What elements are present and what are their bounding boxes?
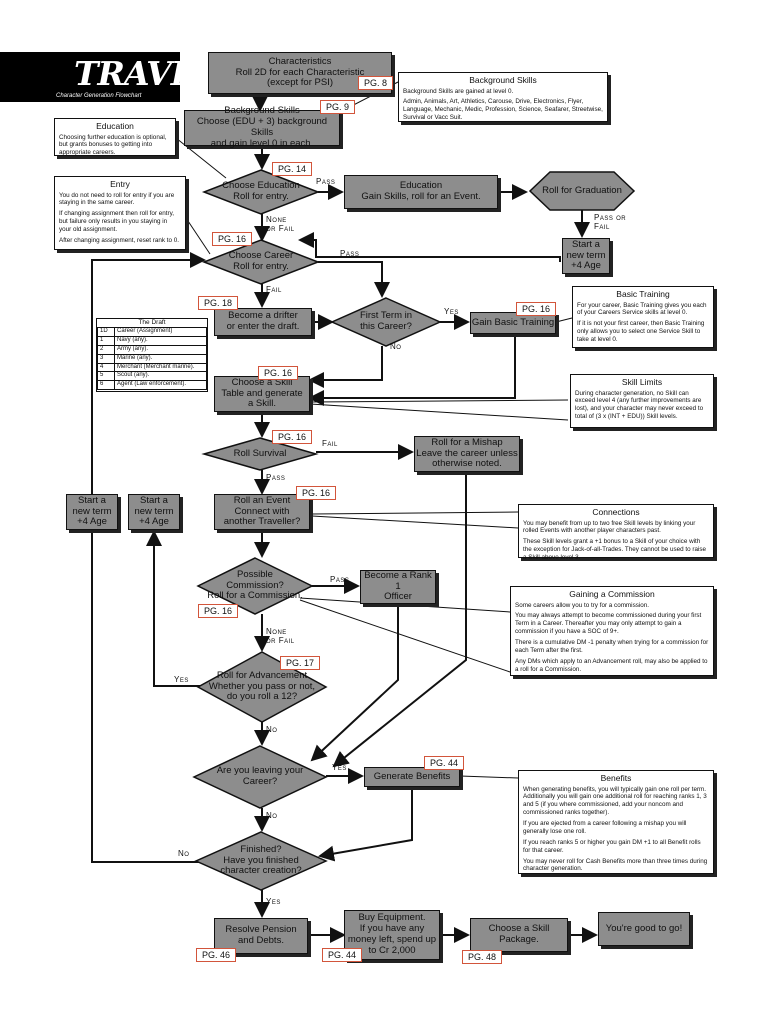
page-ref-14: PG. 14: [272, 162, 313, 176]
label-none-or-fail: None or Fail: [266, 627, 295, 645]
traveller-logo: TRAVELLER Character Generation Flowchart: [0, 52, 291, 102]
label-no: No: [266, 811, 278, 820]
note-skill-limits: Skill Limits During character generation…: [570, 374, 714, 428]
skill-package-box[interactable]: Choose a Skill Package.: [470, 918, 568, 952]
roll-survival-diamond[interactable]: Roll Survival: [201, 437, 319, 471]
label-none-or-fail: None or Fail: [266, 215, 295, 233]
draft-cell: 5: [97, 371, 115, 382]
note-connections: Connections You may benefit from up to t…: [518, 504, 714, 561]
draft-header-cell: 1D: [97, 327, 115, 338]
choose-education-diamond[interactable]: Choose Education Roll for entry.: [201, 169, 321, 215]
background-skills-box[interactable]: Background Skills Choose (EDU + 3) backg…: [184, 105, 340, 149]
label-yes: Yes: [174, 675, 189, 684]
label-fail: Fail: [322, 439, 338, 448]
page-ref-44-equipment: PG. 44: [322, 948, 363, 962]
finished-diamond[interactable]: Finished? Have you finished character cr…: [194, 831, 328, 891]
draft-cell: Navy (any).: [114, 336, 207, 347]
note-basic-training: Basic Training For your career, Basic Tr…: [572, 286, 714, 348]
skill-table-box[interactable]: Choose a Skill Table and generate a Skil…: [214, 376, 310, 412]
label-pass: Pass: [340, 249, 360, 258]
draft-cell: Marine (any).: [114, 353, 207, 364]
page-ref-8: PG. 8: [358, 76, 394, 90]
page-ref-16-skill: PG. 16: [258, 366, 299, 380]
page-ref-46: PG. 46: [196, 948, 237, 962]
first-term-diamond[interactable]: First Term in this Career?: [330, 297, 442, 347]
done-box[interactable]: You're good to go!: [598, 912, 690, 946]
label-pass-or-fail: Pass or Fail: [594, 213, 627, 231]
draft-header-row: 1D Career (Assignment): [97, 327, 207, 338]
page-ref-9: PG. 9: [320, 100, 356, 114]
page-ref-16-event: PG. 16: [296, 486, 337, 500]
page-ref-16-training: PG. 16: [516, 302, 557, 316]
rank1-box[interactable]: Become a Rank 1 Officer: [360, 570, 436, 604]
page-ref-48: PG. 48: [462, 950, 503, 964]
label-fail: Fail: [266, 285, 282, 294]
logo-subtitle: Character Generation Flowchart: [56, 93, 142, 99]
page-ref-16-career: PG. 16: [212, 232, 253, 246]
start-new-term-top-box[interactable]: Start a new term +4 Age: [562, 238, 610, 274]
draft-header-cell: Career (Assignment): [114, 327, 207, 338]
commission-diamond[interactable]: Possible Commission? Roll for a Commissi…: [196, 557, 314, 615]
note-background-skills: Background Skills Background Skills are …: [398, 72, 608, 122]
label-yes: Yes: [444, 307, 459, 316]
label-pass: Pass: [316, 177, 336, 186]
label-pass: Pass: [266, 473, 286, 482]
draft-title: The Draft: [138, 319, 166, 326]
draft-cell: Merchant (Merchant marine).: [114, 362, 207, 373]
label-yes: Yes: [332, 763, 347, 772]
draft-cell: 1: [97, 336, 115, 347]
note-benefits: Benefits When generating benefits, you w…: [518, 770, 714, 874]
label-no: No: [390, 342, 402, 351]
draft-cell: 3: [97, 353, 115, 364]
education-box[interactable]: Education Gain Skills, roll for an Event…: [344, 175, 498, 209]
note-gaining-commission: Gaining a Commission Some careers allow …: [510, 586, 714, 676]
generate-benefits-box[interactable]: Generate Benefits: [364, 767, 460, 787]
page-ref-44-benefits: PG. 44: [424, 756, 465, 770]
start-new-term-mid-box[interactable]: Start a new term +4 Age: [128, 494, 180, 530]
choose-career-diamond[interactable]: Choose Career Roll for entry.: [201, 239, 321, 285]
label-no: No: [178, 849, 190, 858]
page-ref-18: PG. 18: [198, 296, 239, 310]
label-no: No: [266, 725, 278, 734]
roll-event-box[interactable]: Roll an Event Connect with another Trave…: [214, 494, 310, 530]
draft-cell: 6: [97, 380, 115, 391]
drifter-box[interactable]: Become a drifter or enter the draft.: [214, 308, 312, 336]
page-ref-17: PG. 17: [280, 656, 321, 670]
start-new-term-left-box[interactable]: Start a new term +4 Age: [66, 494, 118, 530]
draft-cell: 2: [97, 345, 115, 355]
draft-cell: Agent (Law enforcement).: [114, 380, 207, 391]
draft-cell: Army (any).: [114, 345, 207, 355]
leaving-career-diamond[interactable]: Are you leaving your Career?: [192, 745, 328, 809]
label-pass: Pass: [330, 575, 350, 584]
note-entry: Entry You do not need to roll for entry …: [54, 176, 186, 250]
page-ref-16-survival: PG. 16: [272, 430, 313, 444]
draft-cell: 4: [97, 362, 115, 373]
draft-cell: Scout (any).: [114, 371, 207, 382]
roll-graduation-diamond[interactable]: Roll for Graduation: [528, 171, 636, 211]
basic-training-box[interactable]: Gain Basic Training: [470, 312, 556, 334]
page-ref-16-commission: PG. 16: [198, 604, 239, 618]
mishap-box[interactable]: Roll for a Mishap Leave the career unles…: [414, 436, 520, 472]
note-education: Education Choosing further education is …: [54, 118, 176, 156]
label-yes: Yes: [266, 897, 281, 906]
